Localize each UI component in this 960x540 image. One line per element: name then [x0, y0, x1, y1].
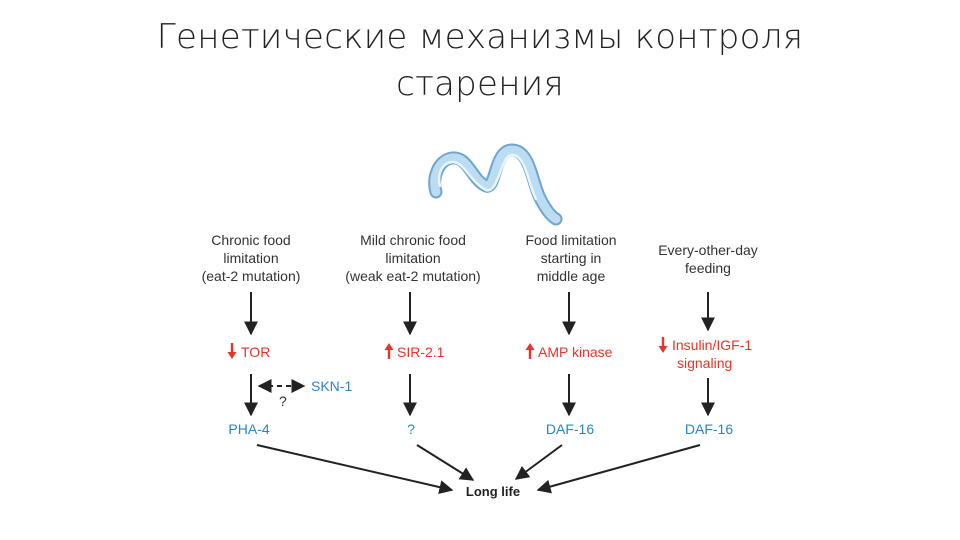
- title-line-2: старения: [396, 64, 564, 104]
- condition-2-line-2: limitation: [385, 250, 440, 266]
- condition-3-line-2: starting in: [541, 250, 602, 266]
- title-line-1: Генетические механизмы контроля: [156, 17, 804, 57]
- factor-unknown: ?: [407, 421, 415, 437]
- change-arrows: [227, 337, 668, 359]
- condition-1-line-1: Chronic food: [211, 232, 290, 248]
- condition-arrows: [244, 292, 715, 336]
- page-title: Генетические механизмы контроля старения: [0, 14, 960, 108]
- nematode-worm-icon: [428, 143, 563, 226]
- red-up-arrow-icon: [525, 343, 535, 359]
- factor-pha-4: PHA-4: [228, 421, 269, 437]
- arrow-to-outcome-4: [536, 444, 701, 494]
- arrow-to-outcome-1: [256, 444, 454, 494]
- skn-1-link-question: ?: [279, 393, 287, 409]
- outcome-long-life: Long life: [466, 484, 520, 499]
- factor-daf-16-insulin: DAF-16: [685, 421, 733, 437]
- condition-4-line-2: feeding: [685, 260, 731, 276]
- skn-1-label: SKN-1: [311, 378, 352, 394]
- condition-labels: Chronic food limitation (eat-2 mutation)…: [202, 232, 758, 284]
- mediator-labels: TOR SIR-2.1 AMP kinase Insulin/IGF-1 sig…: [241, 337, 752, 371]
- arrow-to-outcome-2: [416, 444, 475, 481]
- condition-2-line-3: (weak eat-2 mutation): [345, 268, 480, 284]
- red-up-arrow-icon: [384, 343, 394, 359]
- mediator-insulin-igf-1-line-2: signaling: [677, 355, 732, 371]
- skn-1-branch: ? SKN-1: [257, 378, 352, 409]
- red-down-arrow-icon: [227, 343, 237, 359]
- condition-1-line-3: (eat-2 mutation): [202, 268, 301, 284]
- condition-2-line-1: Mild chronic food: [360, 232, 466, 248]
- mediator-insulin-igf-1-line-1: Insulin/IGF-1: [672, 337, 752, 353]
- mediator-tor: TOR: [241, 344, 270, 360]
- factor-daf-16-amp: DAF-16: [546, 421, 594, 437]
- arrow-to-outcome-3: [514, 444, 563, 480]
- condition-1-line-2: limitation: [223, 250, 278, 266]
- condition-3-line-3: middle age: [537, 268, 606, 284]
- mediator-sir-2-1: SIR-2.1: [397, 344, 445, 360]
- condition-3-line-1: Food limitation: [525, 232, 616, 248]
- mediator-arrows: [244, 374, 715, 417]
- outcome-arrows: [256, 444, 701, 494]
- factor-labels: PHA-4 ? DAF-16 DAF-16: [228, 421, 733, 437]
- mediator-amp-kinase: AMP kinase: [538, 344, 613, 360]
- condition-4-line-1: Every-other-day: [658, 242, 758, 258]
- red-down-arrow-icon: [658, 337, 668, 353]
